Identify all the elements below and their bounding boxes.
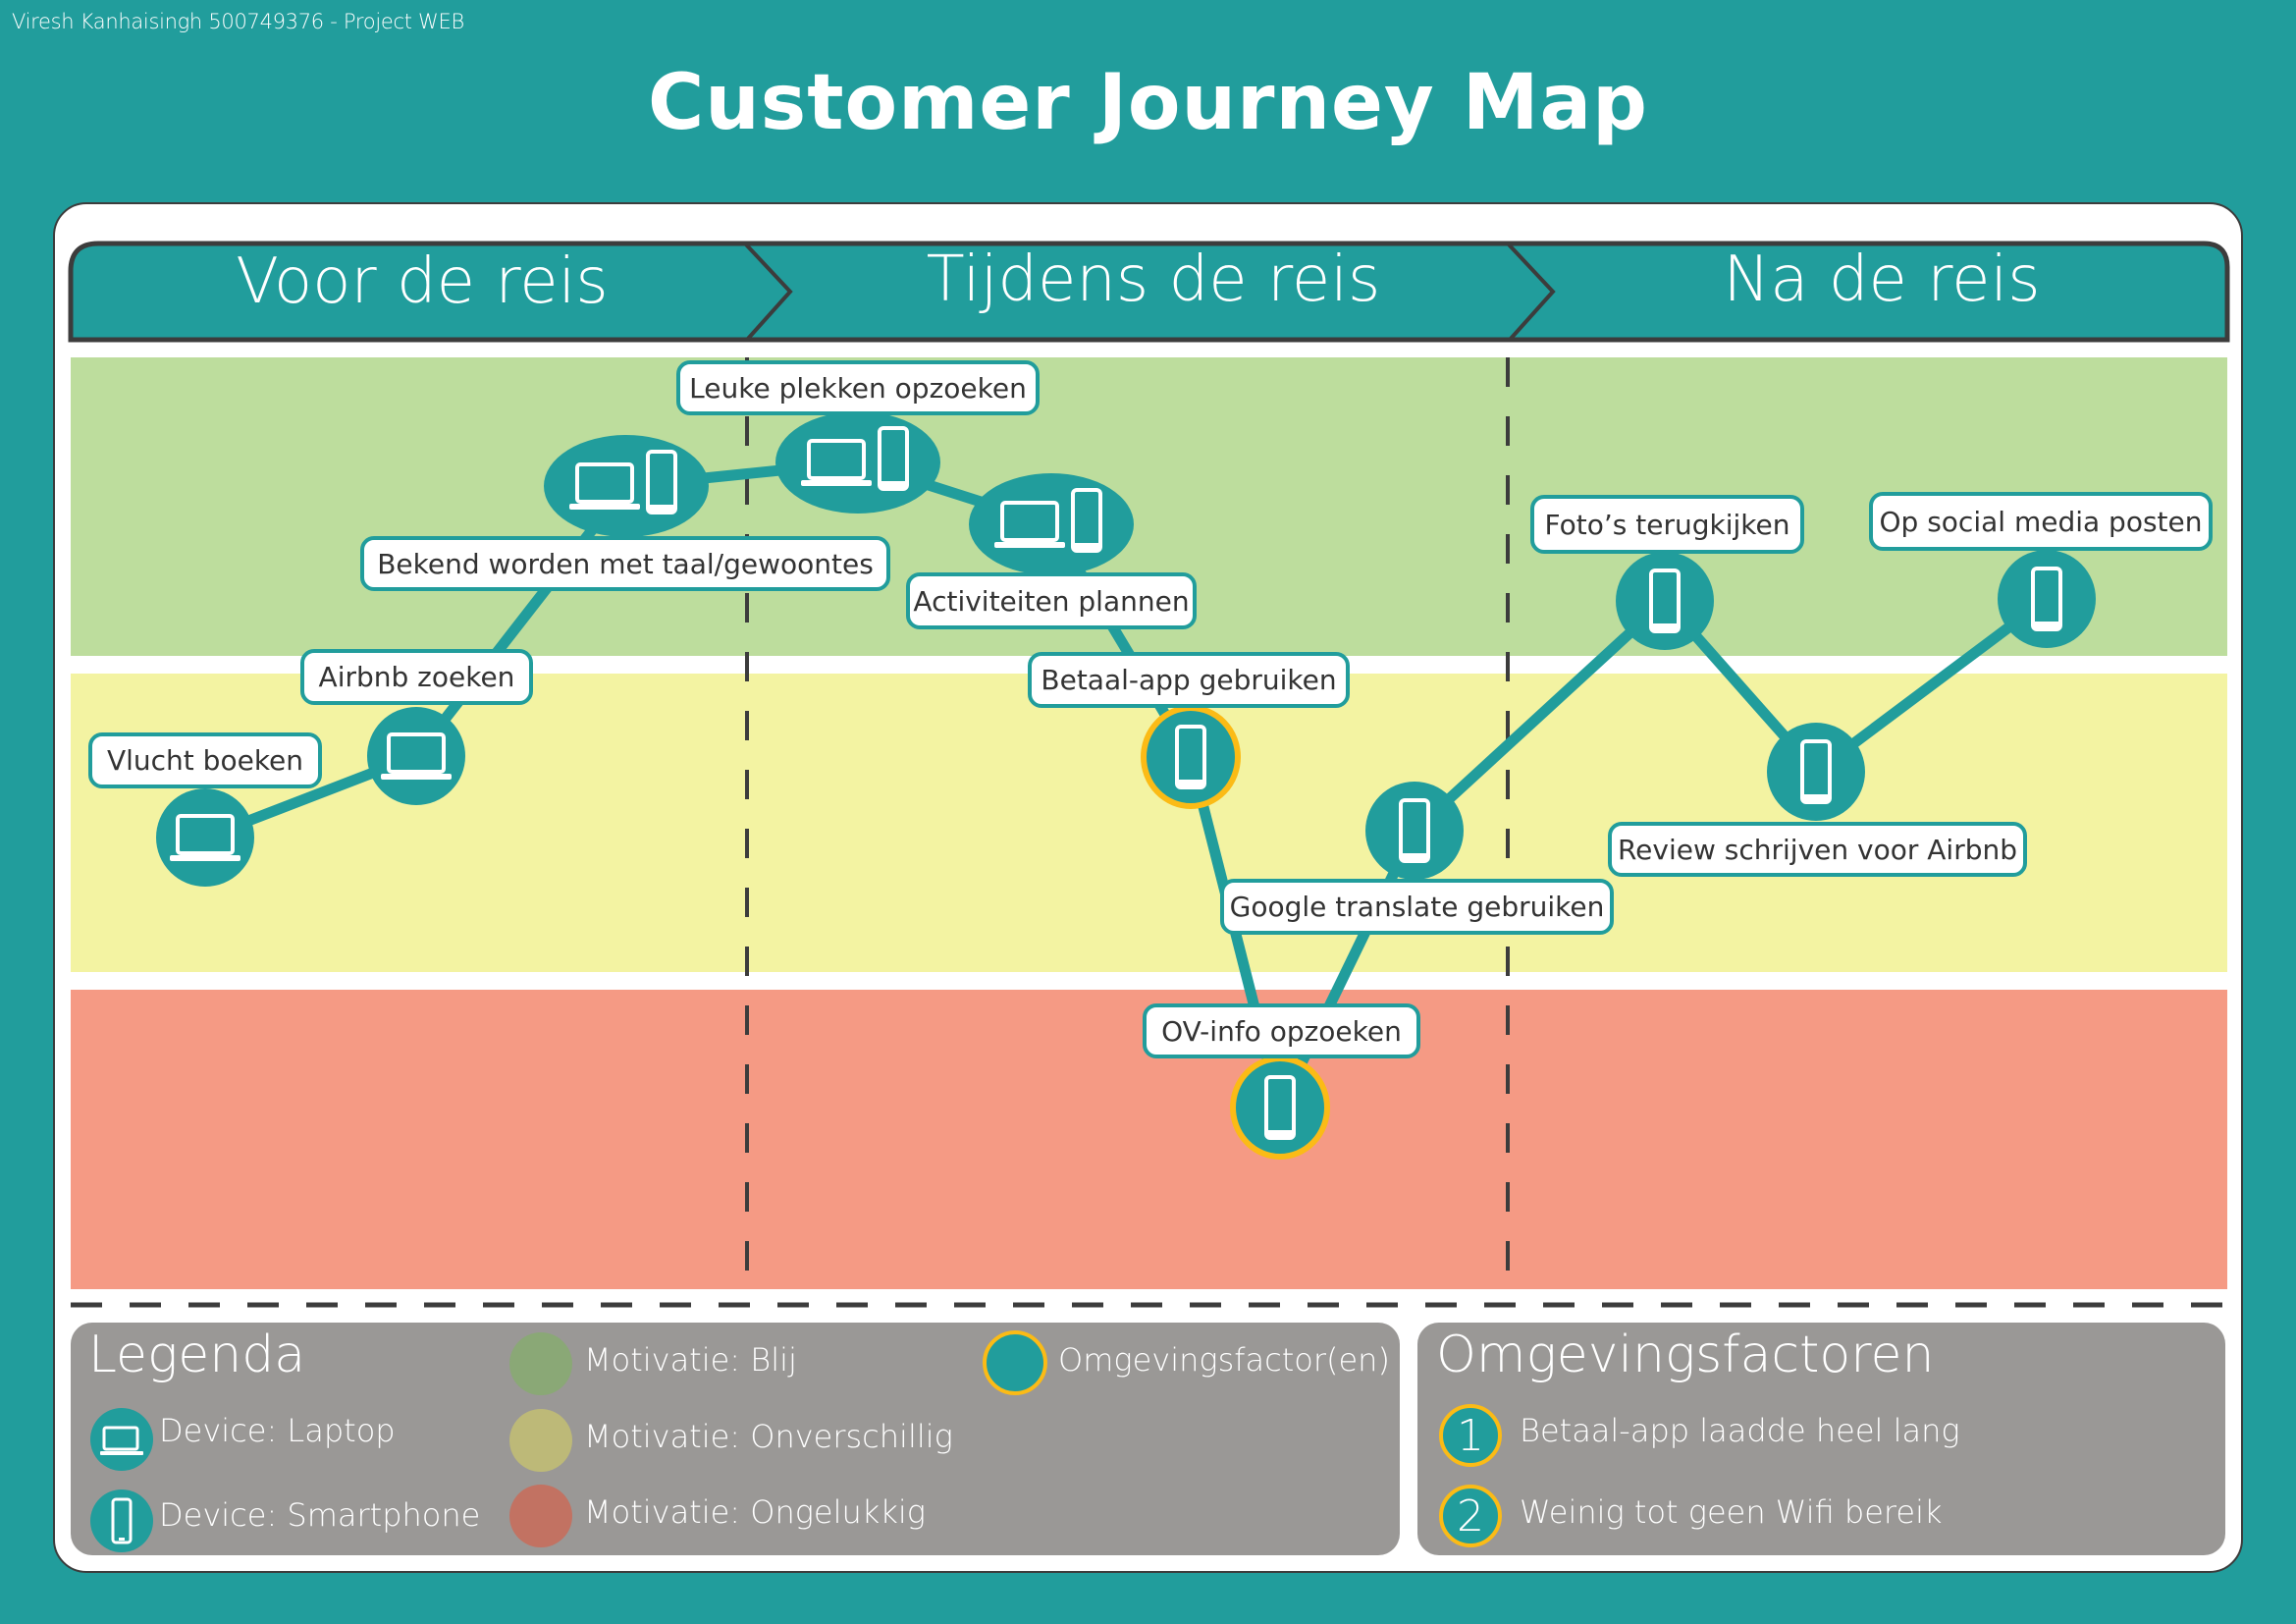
smartphone-icon — [1649, 568, 1681, 633]
factors-title: Omgevingsfactoren — [1436, 1326, 1935, 1384]
legend-text-ongelukkig: Motivatie: Ongelukkig — [584, 1493, 926, 1531]
factor-text-1: Betaal-app laadde heel lang — [1520, 1412, 1960, 1449]
node-circle — [156, 788, 254, 887]
step-label-review-schrijven: Review schrijven voor Airbnb — [1608, 822, 2027, 877]
factor-number-1: 1 — [1439, 1404, 1502, 1467]
legend-text-smartphone: Device: Smartphone — [159, 1496, 481, 1534]
factor-text-2: Weinig tot geen Wifi bereik — [1520, 1493, 1943, 1531]
smartphone-icon — [2031, 567, 2062, 631]
smartphone-icon — [646, 450, 677, 514]
journey-node — [367, 707, 465, 805]
node-circle — [1616, 552, 1714, 650]
node-circle — [1998, 550, 2096, 648]
node-circle — [1767, 723, 1865, 821]
laptop-icon — [994, 501, 1065, 548]
factor-ring-icon — [983, 1330, 1047, 1395]
step-label-activiteiten-plannen: Activiteiten plannen — [906, 572, 1197, 629]
connector-line — [1411, 596, 1669, 836]
journey-node — [969, 473, 1134, 575]
smartphone-icon — [1800, 739, 1832, 804]
legend-title: Legenda — [88, 1326, 306, 1384]
yellow-dot-icon — [509, 1409, 572, 1472]
phase-header — [68, 241, 2230, 343]
node-circle — [969, 473, 1134, 575]
node-circle — [1365, 782, 1464, 880]
laptop-icon — [170, 814, 240, 861]
node-circle — [367, 707, 465, 805]
step-label-social-media: Op social media posten — [1869, 492, 2213, 551]
legend-text-laptop: Device: Laptop — [159, 1412, 396, 1449]
smartphone-icon — [878, 426, 909, 491]
phase-header-shape — [68, 241, 2230, 343]
laptop-icon — [569, 462, 640, 510]
step-label-leuke-plekken: Leuke plekken opzoeken — [676, 360, 1040, 415]
legend-box — [71, 1323, 1400, 1555]
step-label-google-translate: Google translate gebruiken — [1220, 879, 1614, 935]
phase-tijdens-de-reis: Tijdens de reis — [926, 244, 1381, 316]
factor-node-circle — [1141, 705, 1241, 809]
journey-node — [156, 788, 254, 887]
journey-node — [1230, 1056, 1330, 1160]
phase-chevron-1 — [743, 242, 793, 342]
author-line: Viresh Kanhaisingh 500749376 - Project W… — [12, 10, 464, 33]
smartphone-icon — [1399, 798, 1430, 863]
laptop-icon — [381, 732, 452, 780]
step-label-betaal-app: Betaal-app gebruiken — [1028, 652, 1350, 708]
smartphone-icon — [1071, 488, 1102, 553]
phase-voor-de-reis: Voor de reis — [236, 245, 609, 318]
journey-node — [544, 435, 709, 537]
step-label-ov-info: OV-info opzoeken — [1143, 1003, 1420, 1058]
smartphone-icon — [90, 1489, 153, 1552]
journey-node — [1998, 550, 2096, 648]
step-label-fotos-terugkijken: Foto’s terugkijken — [1530, 495, 1804, 554]
legend-text-factor: Omgevingsfactor(en) — [1058, 1341, 1390, 1379]
phase-chevron-2 — [1506, 242, 1556, 342]
green-dot-icon — [509, 1332, 572, 1395]
smartphone-icon — [1264, 1075, 1296, 1140]
step-label-vlucht-boeken: Vlucht boeken — [88, 732, 322, 788]
factor-node-circle — [1230, 1056, 1330, 1160]
step-label-bekend-worden: Bekend worden met taal/gewoontes — [360, 536, 890, 591]
step-label-airbnb-zoeken: Airbnb zoeken — [300, 649, 533, 705]
node-circle — [544, 435, 709, 537]
journey-node — [775, 411, 940, 514]
journey-node — [1767, 723, 1865, 821]
journey-node — [1141, 705, 1241, 809]
journey-node — [1365, 782, 1464, 880]
legend-text-onverschillig: Motivatie: Onverschillig — [584, 1418, 953, 1455]
laptop-icon — [90, 1408, 153, 1471]
smartphone-icon — [1175, 725, 1206, 789]
node-circle — [775, 411, 940, 514]
phase-na-de-reis: Na de reis — [1723, 244, 2041, 316]
red-dot-icon — [509, 1485, 572, 1547]
page-title: Customer Journey Map — [648, 59, 1648, 147]
factor-number-2: 2 — [1439, 1485, 1502, 1547]
journey-node — [1616, 552, 1714, 650]
factors-box — [1417, 1323, 2225, 1555]
journey-nodes — [156, 411, 2096, 1160]
laptop-icon — [801, 439, 872, 486]
legend-text-blij: Motivatie: Blij — [584, 1341, 797, 1379]
